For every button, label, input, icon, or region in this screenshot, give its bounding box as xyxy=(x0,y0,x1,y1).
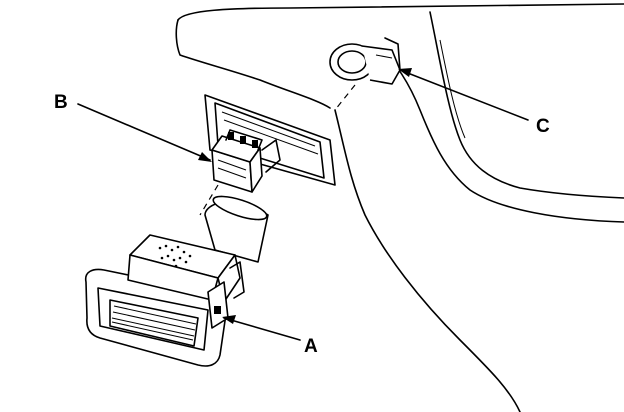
callout-a: A xyxy=(304,336,318,357)
socket-a xyxy=(84,234,245,367)
body-panel xyxy=(175,3,624,412)
callout-c: C xyxy=(536,116,550,137)
alignment-line-c xyxy=(334,84,356,111)
callout-b: B xyxy=(54,92,68,113)
socket-body xyxy=(204,195,269,263)
connector-b xyxy=(211,129,281,193)
clip-c xyxy=(329,37,401,85)
alignment-line-b xyxy=(199,184,219,216)
leader-lines xyxy=(77,68,529,341)
